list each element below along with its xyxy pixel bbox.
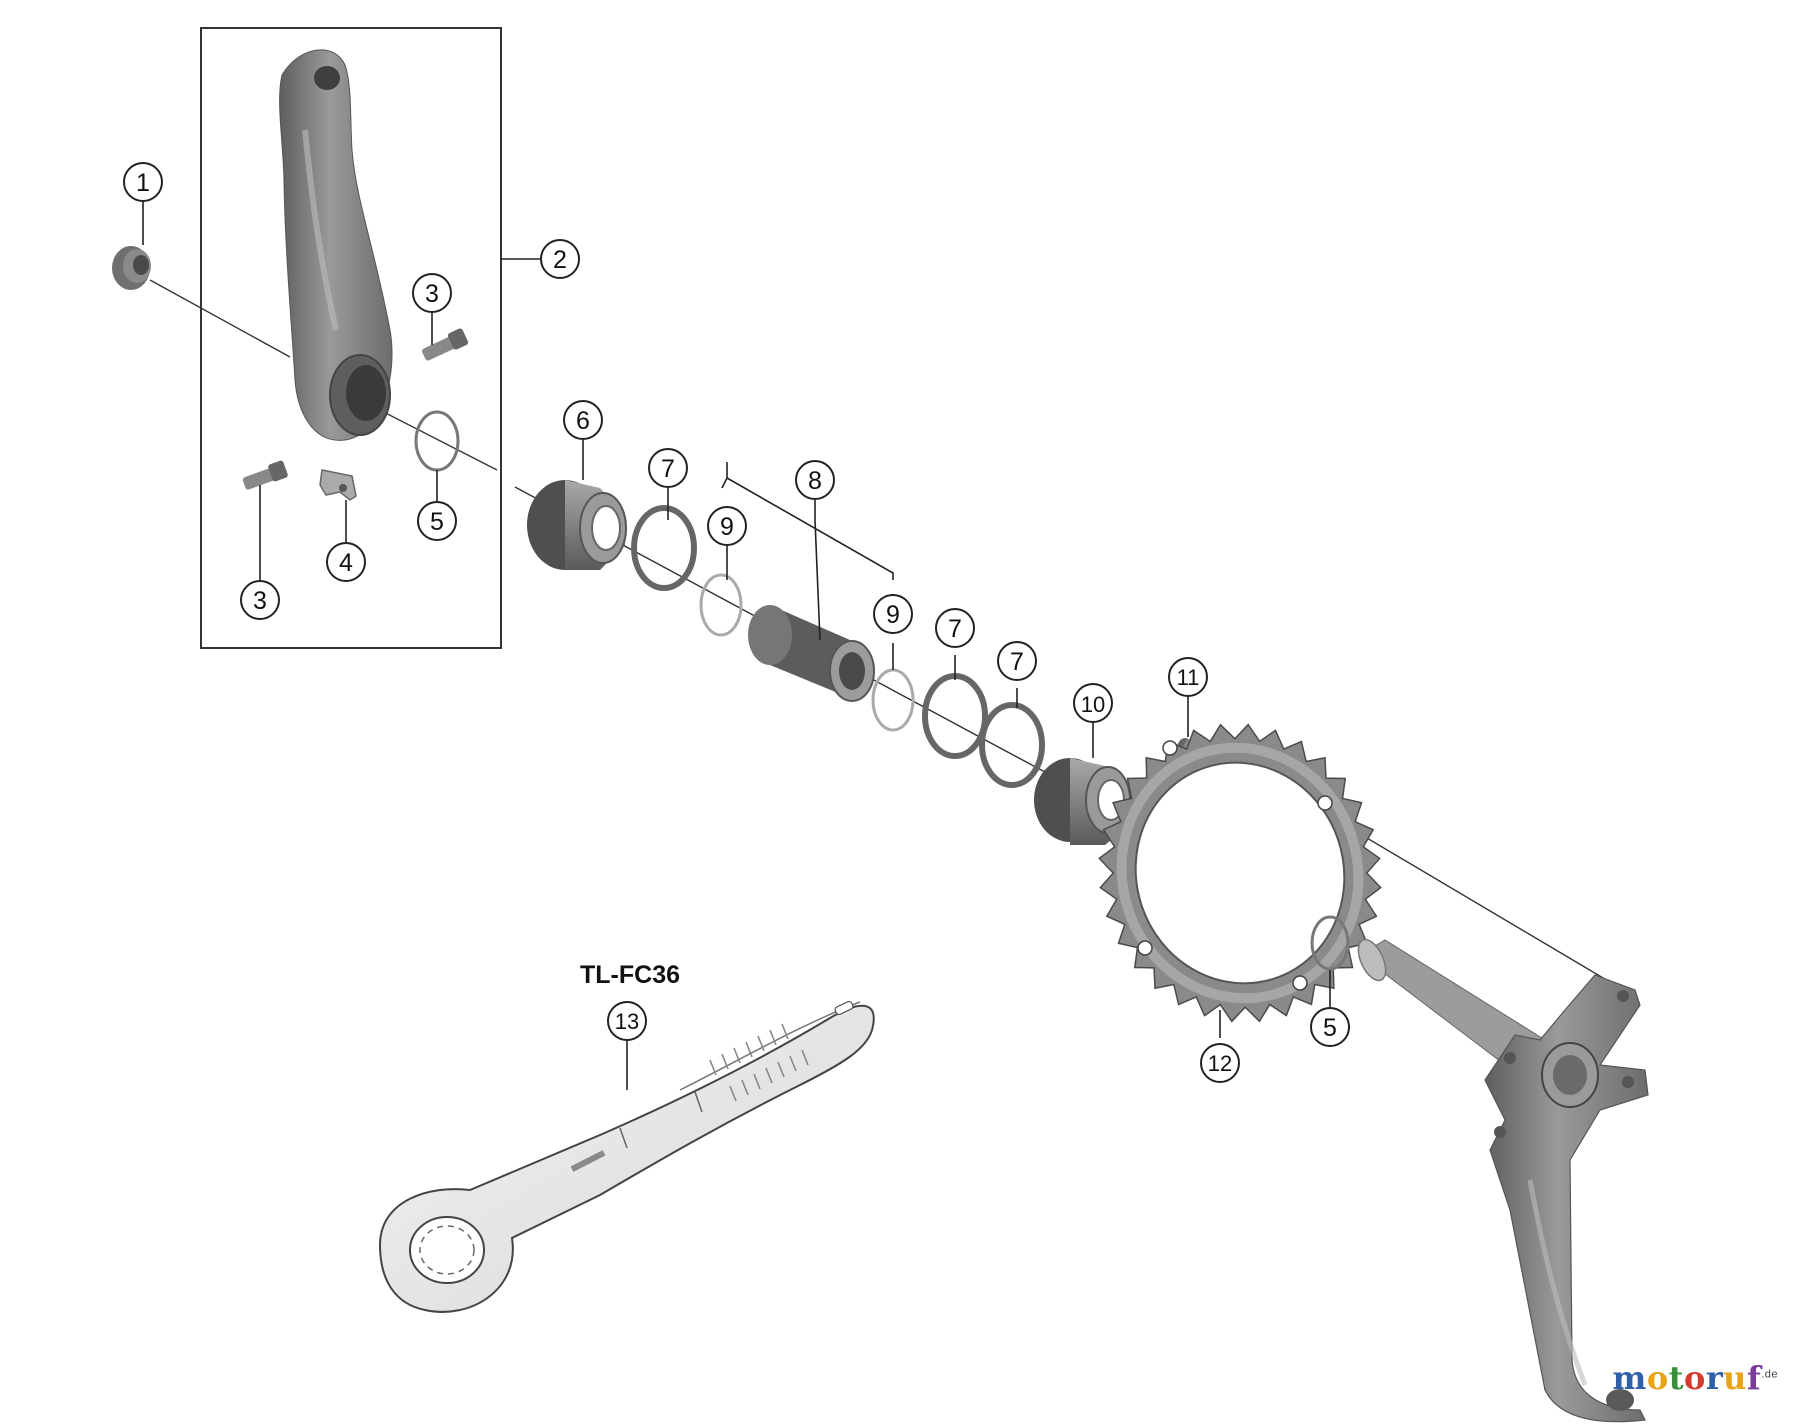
watermark-suffix: .de xyxy=(1761,1368,1778,1381)
svg-text:11: 11 xyxy=(1177,665,1200,690)
svg-text:8: 8 xyxy=(808,467,822,495)
callout-3-upper: 3 xyxy=(412,273,452,313)
crank-cap xyxy=(112,246,151,290)
safety-plate xyxy=(319,469,357,501)
chainring-band xyxy=(1116,742,1364,1004)
leader-lines xyxy=(142,201,1331,1090)
spacer-ring-left xyxy=(414,410,460,472)
left-crank-arm xyxy=(279,49,393,441)
svg-text:9: 9 xyxy=(886,601,900,629)
chainring xyxy=(1098,723,1382,1023)
spacer-ring-right xyxy=(1310,915,1350,971)
svg-text:3: 3 xyxy=(253,587,267,615)
callout-4: 4 xyxy=(326,542,366,582)
pinch-bolt-upper xyxy=(422,328,469,361)
bb-spacer-right-2 xyxy=(979,702,1045,788)
watermark-letter-m: m xyxy=(1612,1359,1647,1397)
callout-7-middle: 7 xyxy=(935,608,975,648)
left-bb-cup xyxy=(527,480,627,570)
callout-13: 13 xyxy=(607,1001,647,1041)
callout-5-left: 5 xyxy=(417,501,457,541)
bb-spacer-right-1 xyxy=(922,673,988,759)
svg-text:3: 3 xyxy=(425,280,439,308)
svg-text:13: 13 xyxy=(615,1009,639,1034)
svg-text:5: 5 xyxy=(1323,1014,1337,1042)
svg-text:5: 5 xyxy=(430,508,444,536)
watermark-letter-o: o xyxy=(1646,1359,1669,1397)
svg-text:12: 12 xyxy=(1208,1051,1232,1076)
callout-8: 8 xyxy=(795,460,835,500)
bb-tool-tl-fc36 xyxy=(378,1000,875,1313)
callout-7-right: 7 xyxy=(997,641,1037,681)
watermark-letter-f: f xyxy=(1746,1359,1762,1397)
left-crank-group-box xyxy=(200,27,502,649)
callout-7-left: 7 xyxy=(648,448,688,488)
tool-label: TL-FC36 xyxy=(580,961,680,989)
motoruf-watermark-logo: motoruf.de xyxy=(1612,1359,1778,1397)
svg-text:10: 10 xyxy=(1081,692,1105,717)
svg-text:1: 1 xyxy=(136,169,150,197)
callout-9-left: 9 xyxy=(707,506,747,546)
inner-cover-seal-left xyxy=(699,573,743,637)
callout-6: 6 xyxy=(563,400,603,440)
bb-spacer-left xyxy=(631,505,697,591)
right-bb-cup xyxy=(1034,758,1133,845)
watermark-letter-o2: o xyxy=(1683,1359,1706,1397)
watermark-letter-t: t xyxy=(1668,1359,1684,1397)
chainring-bolt-hole-3 xyxy=(1292,975,1308,991)
callout-10: 10 xyxy=(1073,683,1113,723)
callout-1: 1 xyxy=(123,162,163,202)
chainring-inner-opening xyxy=(1134,761,1346,985)
callout-11: 11 xyxy=(1168,657,1208,697)
svg-text:9: 9 xyxy=(720,513,734,541)
chainring-bolt-hole-1 xyxy=(1162,740,1178,756)
callout-5-right: 5 xyxy=(1310,1007,1350,1047)
inner-cover-tube xyxy=(748,605,875,702)
chainring-bolt-hole-2 xyxy=(1317,795,1333,811)
callout-2: 2 xyxy=(540,239,580,279)
pinch-bolt-lower xyxy=(242,460,288,490)
right-crank-arm-with-spindle xyxy=(1357,938,1649,1423)
callout-3-lower: 3 xyxy=(240,580,280,620)
svg-text:7: 7 xyxy=(1010,648,1024,676)
watermark-letter-u: u xyxy=(1723,1359,1747,1397)
svg-text:7: 7 xyxy=(661,455,675,483)
svg-text:4: 4 xyxy=(339,549,353,577)
watermark-letter-r: r xyxy=(1705,1359,1724,1397)
callout-12: 12 xyxy=(1200,1043,1240,1083)
chainring-bolt-hole-4 xyxy=(1137,940,1153,956)
svg-text:2: 2 xyxy=(553,246,567,274)
svg-text:6: 6 xyxy=(576,407,590,435)
callout-9-right: 9 xyxy=(873,594,913,634)
svg-text:7: 7 xyxy=(948,615,962,643)
inner-cover-seal-right xyxy=(871,668,915,732)
